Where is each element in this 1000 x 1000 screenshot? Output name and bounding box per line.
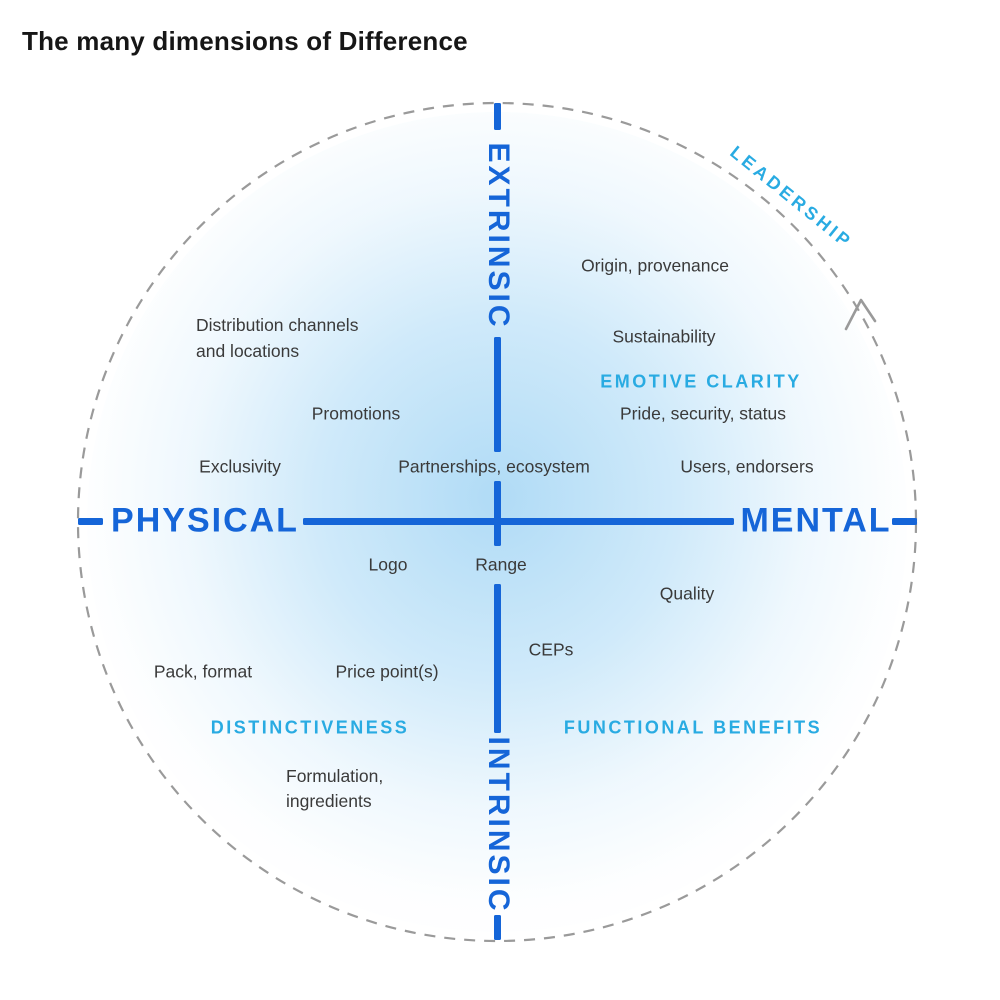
- axis-line-horizontal: [303, 518, 734, 525]
- item-quality: Quality: [659, 583, 715, 604]
- axis-label-physical: PHYSICAL: [111, 501, 299, 540]
- axis-label-mental: MENTAL: [740, 501, 892, 540]
- axis-label-intrinsic: INTRINSIC: [482, 736, 515, 914]
- item-partnerships: Partnerships, ecosystem: [398, 456, 590, 477]
- page-title: The many dimensions of Difference: [22, 26, 468, 56]
- axis-dash-right: [892, 518, 917, 525]
- axis-line-vertical-middle: [494, 481, 501, 546]
- item-origin: Origin, provenance: [581, 255, 729, 276]
- item-price: Price point(s): [335, 661, 439, 682]
- item-sustainability: Sustainability: [612, 326, 716, 347]
- item-pack: Pack, format: [153, 661, 253, 682]
- item-users: Users, endorsers: [680, 456, 814, 477]
- label-distinctiveness: DISTINCTIVENESS: [210, 717, 410, 738]
- item-pride: Pride, security, status: [620, 403, 786, 424]
- axis-label-extrinsic: EXTRINSIC: [482, 142, 515, 330]
- item-distribution: Distribution channels and locations: [196, 315, 359, 361]
- axis-line-vertical-upper: [494, 337, 501, 452]
- label-emotive-clarity: EMOTIVE CLARITY: [600, 371, 802, 392]
- item-logo: Logo: [368, 554, 408, 575]
- item-ceps: CEPs: [528, 639, 574, 660]
- axis-dash-top: [494, 103, 501, 130]
- item-exclusivity: Exclusivity: [199, 456, 281, 477]
- item-range: Range: [475, 554, 527, 575]
- axis-dash-left: [78, 518, 103, 525]
- axis-line-vertical-lower: [494, 584, 501, 733]
- label-functional-benefits: FUNCTIONAL BENEFITS: [563, 717, 823, 738]
- item-formulation: Formulation, ingredients: [286, 766, 384, 811]
- item-promotions: Promotions: [311, 403, 401, 424]
- axis-dash-bottom: [494, 915, 501, 940]
